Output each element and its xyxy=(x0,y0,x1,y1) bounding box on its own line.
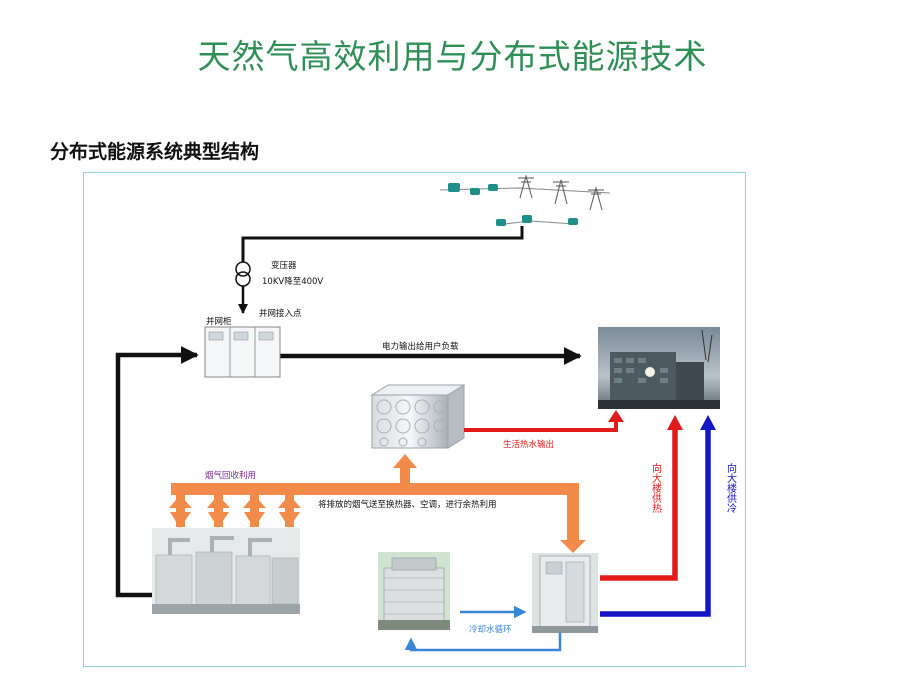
grid-cabinet xyxy=(204,326,281,378)
cold-supply-arrow xyxy=(600,415,716,617)
cooling-water-loop xyxy=(404,605,562,652)
power-output-label: 电力输出给用户负载 xyxy=(382,341,459,352)
hot-water-arrow xyxy=(464,410,624,432)
flue-gas-up-arrows xyxy=(169,495,301,527)
hot-water-output-label: 生活热水输出 xyxy=(503,439,554,450)
heat-supply-label: 向大楼供热 xyxy=(650,462,662,514)
heat-supply-arrow xyxy=(600,415,683,581)
grid-cabinet-label: 并网柜 xyxy=(206,316,232,327)
power-lines xyxy=(115,226,582,598)
building-illustration xyxy=(598,327,720,409)
cooling-tower xyxy=(378,552,450,630)
diagram-frame xyxy=(83,172,746,667)
flue-gas-recovery-label: 烟气回收利用 xyxy=(205,470,256,481)
gas-generator-units xyxy=(152,528,300,614)
transformer-label: 变压器 xyxy=(271,260,297,271)
diagram-subtitle: 分布式能源系统典型结构 xyxy=(50,141,260,163)
cooling-water-label: 冷却水循环 xyxy=(469,624,512,635)
grid-access-label: 并网接入点 xyxy=(259,308,302,319)
cold-supply-label: 向大楼供冷 xyxy=(725,462,737,514)
transformer-spec-label: 10KV降至400V xyxy=(262,276,323,287)
exhaust-route-label: 将排放的烟气送至换热器、空调，进行余热利用 xyxy=(318,499,497,510)
power-grid-illustration xyxy=(439,174,611,226)
absorption-chiller xyxy=(532,553,598,633)
transformer-icon xyxy=(235,261,251,287)
hot-water-tank xyxy=(370,384,466,449)
page-title: 天然气高效利用与分布式能源技术 xyxy=(197,37,708,76)
